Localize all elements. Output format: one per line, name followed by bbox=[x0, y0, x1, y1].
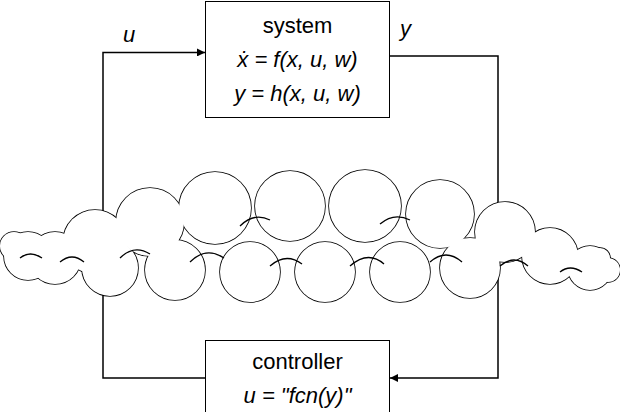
signal-name: u bbox=[121, 22, 137, 48]
equation-text: u = "fcn(y)" bbox=[244, 379, 352, 412]
signal-name: y bbox=[398, 16, 413, 42]
equation-text: ẋ = f(x, u, w) bbox=[237, 43, 357, 77]
system-box: systemẋ = f(x, u, w)y = h(x, u, w) bbox=[205, 1, 390, 118]
block-title: controller bbox=[252, 345, 342, 379]
block-title: system bbox=[263, 9, 333, 43]
controller-box: controlleru = "fcn(y)" bbox=[205, 340, 390, 412]
equation-text: y = h(x, u, w) bbox=[234, 77, 361, 111]
